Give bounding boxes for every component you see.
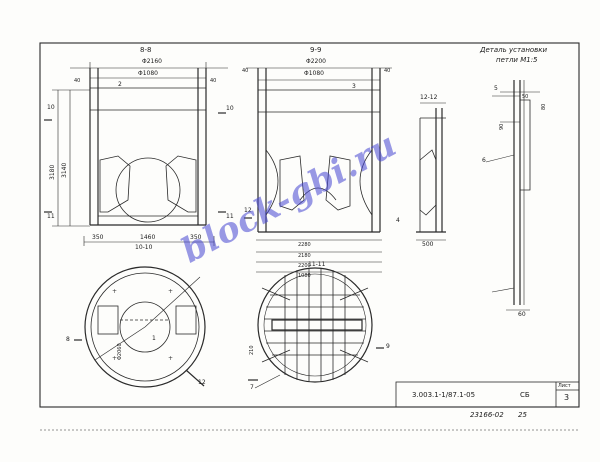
section-11-11-drawing xyxy=(248,267,384,389)
dim-2180: 2180 xyxy=(298,253,311,259)
svg-text:+: + xyxy=(168,288,173,295)
dim-3140: 3140 xyxy=(61,162,68,178)
section-12-12-title: 12-12 xyxy=(420,94,438,101)
mark-11-right: 11 xyxy=(226,213,234,220)
mark-4: 4 xyxy=(396,217,400,224)
detail-title-line1: Деталь установки xyxy=(480,46,548,54)
section-10-10-drawing: + + + + xyxy=(74,266,206,388)
dim-diam-2200: Φ2200 xyxy=(306,58,326,65)
dim-3180: 3180 xyxy=(49,164,56,180)
sheet-number: 3 xyxy=(564,393,570,402)
section-11-11-title: 11-11 xyxy=(308,261,326,268)
sheet-label: Лист xyxy=(558,383,571,389)
mark-6: 6 xyxy=(482,157,486,164)
mark-1: 1 xyxy=(152,335,156,342)
title-block xyxy=(395,381,580,408)
mark-7: 7 xyxy=(250,384,254,391)
dim-40-99-right: 40 xyxy=(384,68,391,74)
mark-2-88: 2 xyxy=(118,81,122,88)
dim-60: 60 xyxy=(518,311,526,318)
mark-5: 5 xyxy=(494,85,498,92)
section-12-12-drawing xyxy=(416,102,446,241)
dim-40-left: 40 xyxy=(74,78,81,84)
section-9-9-title: 9-9 xyxy=(310,46,322,54)
dim-1080: 1080 xyxy=(298,273,311,279)
dim-2200: 2200 xyxy=(298,263,311,269)
mark-3-99: 3 xyxy=(352,83,356,90)
mark-9: 9 xyxy=(386,343,390,350)
dim-diam-2060: Φ2060 xyxy=(117,343,123,360)
dim-diam-1080-b: Φ1080 xyxy=(304,70,324,77)
archive-number: 23166-02 xyxy=(470,411,504,419)
mark-12-left: 12 xyxy=(244,207,252,214)
dim-500: 500 xyxy=(422,241,434,248)
dim-40-right: 40 xyxy=(210,78,217,84)
section-8-8-title: 8-8 xyxy=(140,46,152,54)
drawing-frame xyxy=(39,42,580,408)
dim-90: 90 xyxy=(499,123,505,130)
drawing-code: 3.003.1-1/87.1-05 xyxy=(412,391,476,399)
dim-350-right: 350 xyxy=(190,234,202,241)
section-9-9-drawing xyxy=(244,67,392,273)
section-8-8-drawing xyxy=(44,62,228,246)
svg-text:+: + xyxy=(112,288,117,295)
mark-10-left: 10 xyxy=(47,104,55,111)
dim-80: 80 xyxy=(541,103,547,110)
svg-text:+: + xyxy=(112,355,117,362)
mark-8: 8 xyxy=(66,336,70,343)
dim-350-left: 350 xyxy=(92,234,104,241)
page-number: 25 xyxy=(518,411,527,419)
mark-12-bottom: 12 xyxy=(198,379,206,386)
dim-diam-2160: Φ2160 xyxy=(142,58,162,65)
dim-40-99-left: 40 xyxy=(242,68,249,74)
section-10-10-title: 10-10 xyxy=(135,244,153,251)
drawing-mark: СБ xyxy=(520,391,530,399)
dim-210: 210 xyxy=(249,345,255,355)
mark-10-right: 10 xyxy=(226,105,234,112)
detail-drawing xyxy=(485,80,540,311)
dim-50: 50 xyxy=(522,94,529,100)
dim-2280: 2280 xyxy=(298,242,311,248)
mark-11-left: 11 xyxy=(47,213,55,220)
dim-1460: 1460 xyxy=(140,234,156,241)
detail-title-line2: петли М1:5 xyxy=(496,56,538,64)
svg-text:+: + xyxy=(168,355,173,362)
dim-diam-1080: Φ1080 xyxy=(138,70,158,77)
